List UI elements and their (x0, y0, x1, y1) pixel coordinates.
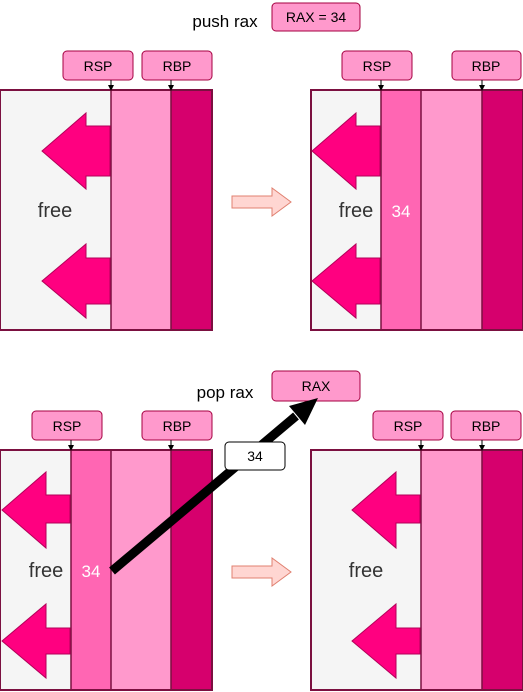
stack-slot-top (71, 451, 111, 689)
rbp-pointer: RBP (450, 410, 522, 451)
rbp-pointer: RBP (141, 410, 213, 451)
rax-value-box: RAX = 34 (271, 2, 361, 32)
rbp-label: RBP (472, 418, 501, 434)
rsp-label: RSP (394, 418, 423, 434)
free-label: free (38, 200, 72, 222)
moved-value: 34 (247, 448, 263, 464)
rsp-label: RSP (84, 58, 113, 74)
stack-after-push: free 34 RSP RBP (310, 50, 523, 331)
stack-slot (171, 91, 211, 329)
rax-value-label: RAX = 34 (286, 9, 347, 25)
stack-after-pop: free RSP RBP (310, 410, 523, 691)
stack-slot (421, 91, 482, 329)
pop-instruction: pop rax (197, 383, 254, 402)
transition-arrow (231, 187, 292, 217)
free-arrow (351, 602, 421, 680)
free-arrow (41, 242, 111, 320)
free-label: free (339, 200, 373, 222)
rax-register-label: RAX (302, 378, 331, 394)
free-label: free (349, 560, 383, 582)
free-arrow (311, 242, 381, 320)
free-arrow (41, 111, 111, 191)
top-value: 34 (82, 562, 101, 581)
stack-slot-pushed (381, 91, 421, 329)
rsp-pointer: RSP (341, 50, 413, 91)
rax-register-box: RAX (271, 370, 361, 402)
stack-slot (111, 91, 171, 329)
rsp-pointer: RSP (31, 410, 103, 451)
free-arrow (311, 111, 381, 191)
rsp-pointer: RSP (372, 410, 444, 451)
stack-slot (111, 451, 171, 689)
stack-slot (421, 451, 482, 689)
rbp-label: RBP (163, 58, 192, 74)
rsp-label: RSP (53, 418, 82, 434)
rbp-label: RBP (472, 58, 501, 74)
transition-arrow (231, 557, 292, 587)
rsp-label: RSP (363, 58, 392, 74)
free-label: free (29, 560, 63, 582)
stack-slot (171, 451, 211, 689)
moved-value-box: 34 (224, 441, 286, 471)
stack-slot (482, 91, 522, 329)
free-arrow (1, 470, 71, 550)
stack-slot (482, 451, 522, 689)
stack-before-push: free RSP RBP (0, 50, 213, 331)
rsp-pointer: RSP (62, 50, 134, 91)
rbp-pointer: RBP (141, 50, 213, 91)
push-instruction: push rax (192, 12, 258, 31)
rbp-label: RBP (163, 418, 192, 434)
rbp-pointer: RBP (451, 50, 522, 91)
free-arrow (1, 602, 71, 680)
stack-before-pop: free 34 RSP RBP (0, 410, 213, 691)
pushed-value: 34 (392, 202, 411, 221)
free-arrow (351, 470, 421, 550)
